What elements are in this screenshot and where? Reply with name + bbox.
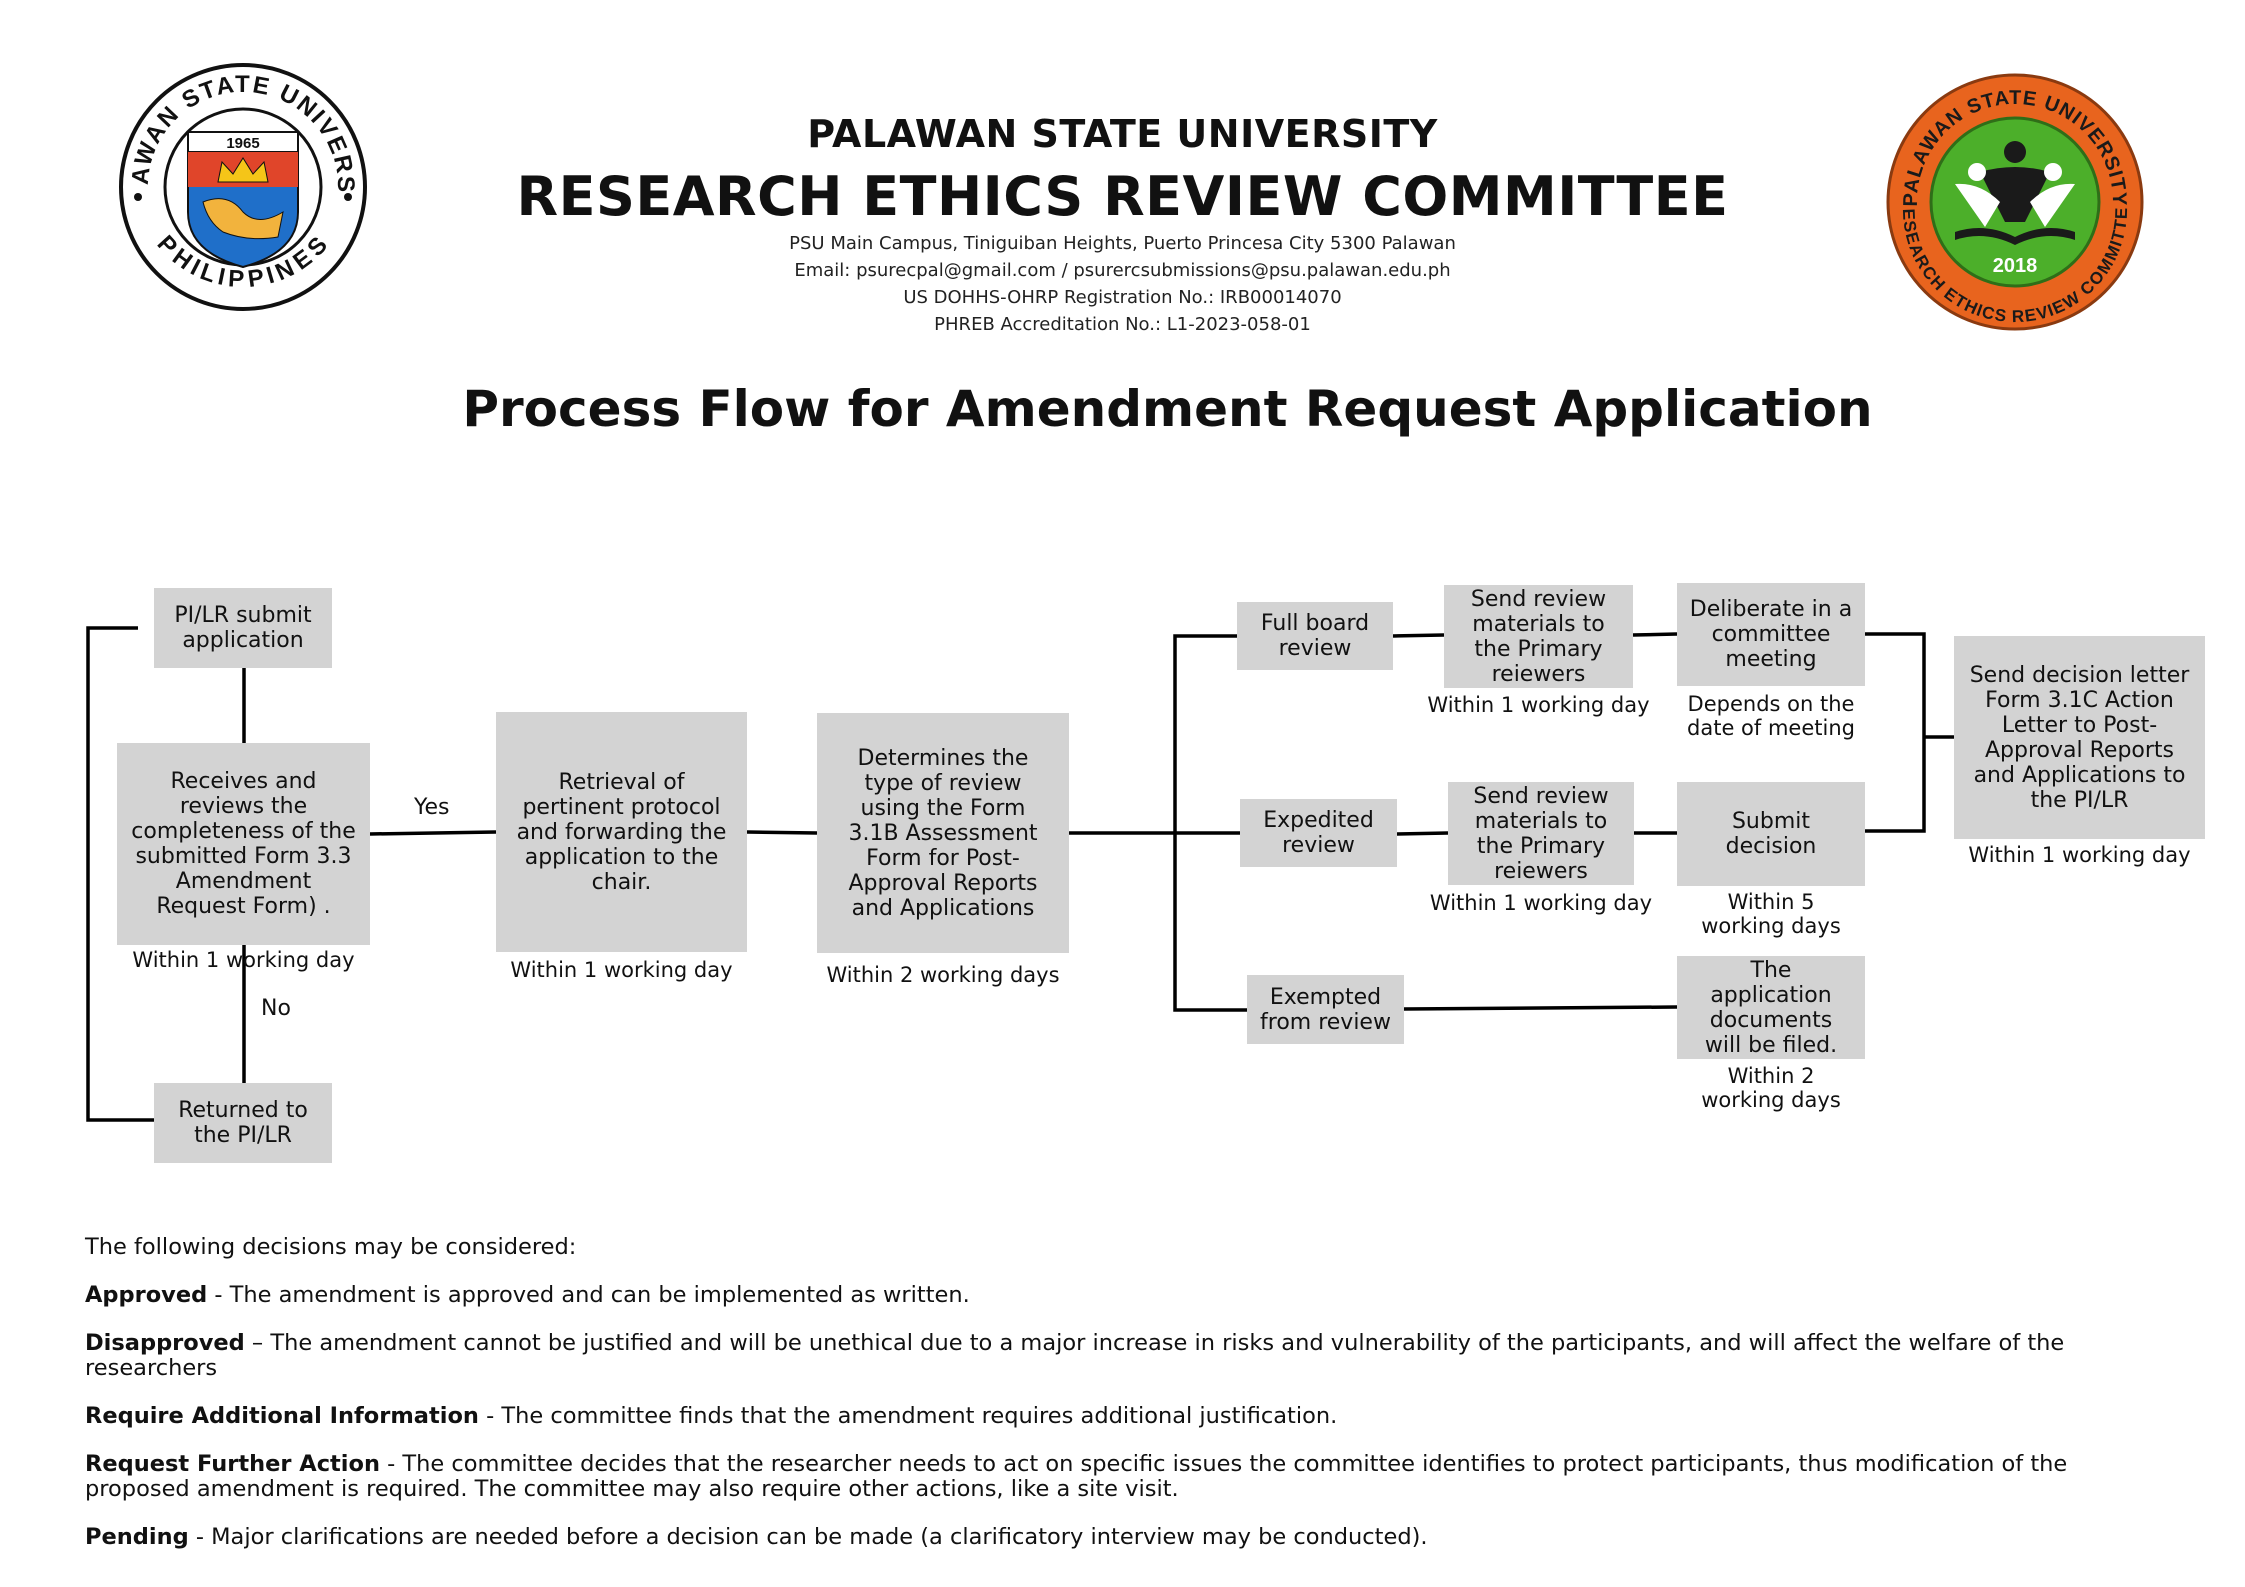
decision-pending: Pending - Major clarifications are neede… [85, 1524, 1428, 1550]
decisions-intro: The following decisions may be considere… [85, 1234, 577, 1260]
receive-review-box: Receives and reviews the completeness of… [117, 743, 370, 945]
documents-filed-box: The application documents will be filed. [1677, 956, 1865, 1059]
yes-label: Yes [414, 795, 450, 820]
deliberate-box: Deliberate in a committee meeting [1677, 583, 1865, 686]
determine-review-box: Determines the type of review using the … [817, 713, 1069, 953]
expedited-review-box: Expedited review [1240, 799, 1397, 867]
exempted-review-box: Exempted from review [1247, 975, 1404, 1044]
submit-decision-box: Submit decision [1677, 782, 1865, 886]
submit-decision-timeline: Within 5 working days [1701, 890, 1841, 938]
receive-timeline: Within 1 working day [132, 948, 355, 972]
send-materials-full-timeline: Within 1 working day [1427, 693, 1650, 717]
send-materials-expedited-timeline: Within 1 working day [1429, 891, 1653, 915]
retrieval-timeline: Within 1 working day [510, 958, 733, 982]
documents-filed-timeline: Within 2 working days [1701, 1064, 1841, 1112]
committee-name: RESEARCH ETHICS REVIEW COMMITTEE [516, 165, 1729, 228]
decision-disapproved: Disapproved – The amendment cannot be ju… [85, 1330, 2065, 1381]
page-title: Process Flow for Amendment Request Appli… [462, 380, 1873, 438]
no-label: No [261, 996, 291, 1021]
retrieval-box: Retrieval of pertinent protocol and forw… [496, 712, 747, 952]
send-materials-full-box: Send review materials to the Primary rei… [1444, 585, 1633, 688]
deliberate-timeline: Depends on the date of meeting [1687, 692, 1855, 740]
returned-box: Returned to the PI/LR [154, 1083, 332, 1163]
determine-timeline: Within 2 working days [826, 963, 1060, 987]
decision-further-action: Request Further Action - The committee d… [85, 1451, 2068, 1502]
email-line: Email: psurecpal@gmail.com / psurercsubm… [794, 260, 1451, 281]
decisions-section: The following decisions may be considere… [85, 1235, 2165, 1573]
send-materials-expedited-box: Send review materials to the Primary rei… [1448, 782, 1634, 885]
send-decision-letter-box: Send decision letter Form 3.1C Action Le… [1954, 636, 2205, 839]
send-decision-letter-timeline: Within 1 working day [1968, 843, 2191, 867]
decision-require-info: Require Additional Information - The com… [85, 1403, 1338, 1429]
registration-line: US DOHHS-OHRP Registration No.: IRB00014… [903, 287, 1342, 308]
seal-year: 2018 [1993, 255, 2038, 277]
ethics-review-committee-seal: PALAWAN STATE UNIVERSITY RESEARCH ETHICS… [1885, 72, 2144, 331]
address-line: PSU Main Campus, Tiniguiban Heights, Pue… [789, 233, 1456, 254]
submit-application-box: PI/LR submit application [154, 588, 332, 668]
accreditation-line: PHREB Accreditation No.: L1-2023-058-01 [934, 314, 1311, 335]
palawan-state-university-seal: PALAWAN STATE UNIVERSITY PHILIPPINES 196… [118, 62, 367, 311]
university-name: PALAWAN STATE UNIVERSITY [807, 112, 1438, 156]
decision-approved: Approved - The amendment is approved and… [85, 1282, 970, 1308]
full-board-review-box: Full board review [1237, 602, 1393, 670]
seal-year: 1965 [226, 135, 259, 152]
